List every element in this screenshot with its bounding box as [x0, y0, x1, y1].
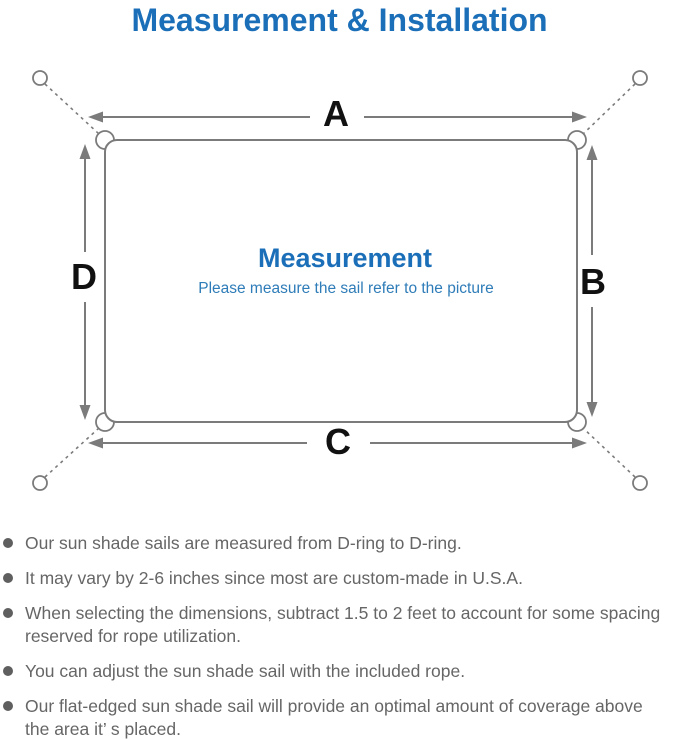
note-item-1: Our sun shade sails are measured from D-…: [3, 532, 675, 555]
bullet-dot: [3, 573, 13, 583]
rope-line-bottom-right: [582, 427, 636, 478]
dimension-label-d: D: [71, 256, 97, 297]
arrowhead-b-up: [586, 145, 598, 160]
note-line: reserved for rope utilization.: [25, 626, 241, 646]
rope-line-top-right: [582, 83, 636, 135]
note-text: You can adjust the sun shade sail with t…: [25, 660, 465, 683]
rope-line-bottom-left: [44, 427, 100, 478]
arrowhead-c-right: [572, 437, 587, 449]
rope-line-top-left: [44, 83, 100, 135]
notes-list: Our sun shade sails are measured from D-…: [3, 532, 675, 739]
page-title: Measurement & Installation: [131, 2, 548, 38]
bullet-dot: [3, 538, 13, 548]
dimension-labels: A B C D: [71, 93, 606, 462]
shade-sail-outline: [104, 139, 578, 423]
note-item-3: When selecting the dimensions, subtract …: [3, 602, 675, 648]
note-line: It may vary by 2-6 inches since most are…: [25, 568, 523, 588]
arrowhead-d-up: [79, 144, 91, 159]
dimension-lines: [84, 116, 593, 444]
note-text: When selecting the dimensions, subtract …: [25, 602, 660, 648]
arrowhead-d-down: [79, 405, 91, 420]
dimension-label-b: B: [580, 261, 606, 302]
arrowhead-a-left: [88, 111, 103, 123]
bullet-dot: [3, 701, 13, 711]
arrowhead-c-left: [88, 437, 103, 449]
note-text: Our sun shade sails are measured from D-…: [25, 532, 462, 555]
dimension-label-c: C: [325, 421, 351, 462]
note-line: the area it’ s placed.: [25, 719, 181, 739]
note-line: Our flat-edged sun shade sail will provi…: [25, 696, 643, 716]
note-text: It may vary by 2-6 inches since most are…: [25, 567, 523, 590]
note-item-4: You can adjust the sun shade sail with t…: [3, 660, 675, 683]
anchor-point-bottom-right: [632, 475, 648, 491]
arrowhead-b-down: [586, 402, 598, 417]
dimension-arrowheads: [79, 111, 598, 449]
note-line: Our sun shade sails are measured from D-…: [25, 533, 462, 553]
anchor-point-top-left: [32, 70, 48, 86]
arrowhead-a-right: [572, 111, 587, 123]
anchor-point-top-right: [632, 70, 648, 86]
note-line: When selecting the dimensions, subtract …: [25, 603, 661, 623]
anchor-points: [32, 70, 648, 491]
note-text: Our flat-edged sun shade sail will provi…: [25, 695, 643, 739]
note-item-5: Our flat-edged sun shade sail will provi…: [3, 695, 675, 739]
anchor-point-bottom-left: [32, 475, 48, 491]
bullet-dot: [3, 608, 13, 618]
measurement-diagram: A B C D Measurement Please measure the s…: [32, 70, 648, 491]
rope-lines: [44, 83, 636, 478]
bullet-dot: [3, 666, 13, 676]
dimension-label-a: A: [323, 93, 349, 134]
diagram-subtitle: Please measure the sail refer to the pic…: [198, 280, 494, 297]
diagram-title: Measurement: [258, 243, 432, 273]
note-line: You can adjust the sun shade sail with t…: [25, 661, 466, 681]
note-item-2: It may vary by 2-6 inches since most are…: [3, 567, 675, 590]
